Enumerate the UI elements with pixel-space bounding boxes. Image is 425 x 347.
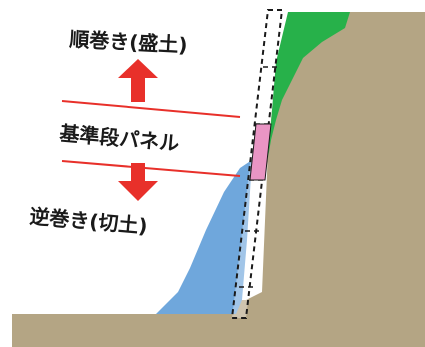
- reference-panel: [249, 123, 272, 181]
- label-cut-method: 逆巻き(切土): [29, 204, 149, 238]
- arrow-down-icon: [118, 163, 158, 201]
- divider-line-top: [61, 100, 241, 118]
- vegetation-area: [268, 12, 350, 158]
- divider-line-bottom: [61, 160, 241, 177]
- label-reference-panel: 基準段パネル: [59, 121, 181, 155]
- ground: [12, 12, 425, 347]
- cut-slope-face: [156, 160, 252, 314]
- label-fill-method: 順巻き(盛土): [69, 27, 188, 57]
- arrow-up-icon: [118, 59, 158, 102]
